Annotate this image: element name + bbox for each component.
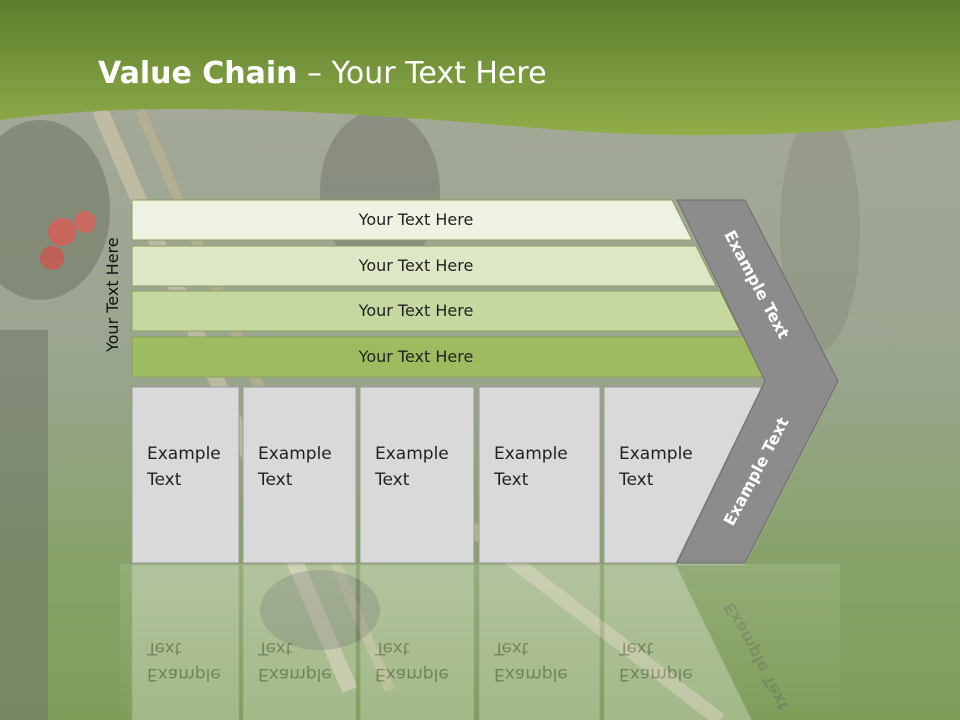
reflection-fade bbox=[120, 564, 840, 720]
bar-label: Your Text Here bbox=[358, 347, 474, 366]
bar-shape bbox=[131, 245, 717, 287]
box-label-line1: Example bbox=[147, 444, 221, 464]
page-title-regular: – Your Text Here bbox=[297, 56, 547, 91]
box-shape bbox=[603, 386, 763, 564]
box-label-line2: Text bbox=[493, 470, 529, 490]
bar-row: Your Text Here bbox=[131, 336, 765, 378]
box-shape bbox=[359, 386, 475, 564]
bar-row: Your Text Here bbox=[131, 290, 741, 332]
box-label-line1: Example bbox=[494, 444, 568, 464]
box-label-line2: Text bbox=[618, 470, 654, 490]
box-shape bbox=[478, 386, 601, 564]
bar-shape bbox=[131, 290, 741, 332]
page-title: Value Chain – Your Text Here bbox=[98, 56, 547, 91]
box-shape bbox=[242, 386, 357, 564]
box-label-line1: Example bbox=[258, 444, 332, 464]
box-label-line2: Text bbox=[257, 470, 293, 490]
bar-label: Your Text Here bbox=[358, 256, 474, 275]
box-label-line2: Text bbox=[146, 470, 182, 490]
bar-row: Your Text Here bbox=[131, 199, 693, 241]
bar-shape bbox=[131, 199, 693, 241]
box-label-line1: Example bbox=[619, 444, 693, 464]
box-label-line1: Example bbox=[375, 444, 449, 464]
page-title-bold: Value Chain bbox=[98, 56, 298, 91]
box-label-line2: Text bbox=[374, 470, 410, 490]
chevron-shape bbox=[676, 199, 839, 564]
bar-label: Your Text Here bbox=[358, 301, 474, 320]
bar-row: Your Text Here bbox=[131, 245, 717, 287]
bar-label: Your Text Here bbox=[358, 210, 474, 229]
box-shape bbox=[131, 386, 240, 564]
